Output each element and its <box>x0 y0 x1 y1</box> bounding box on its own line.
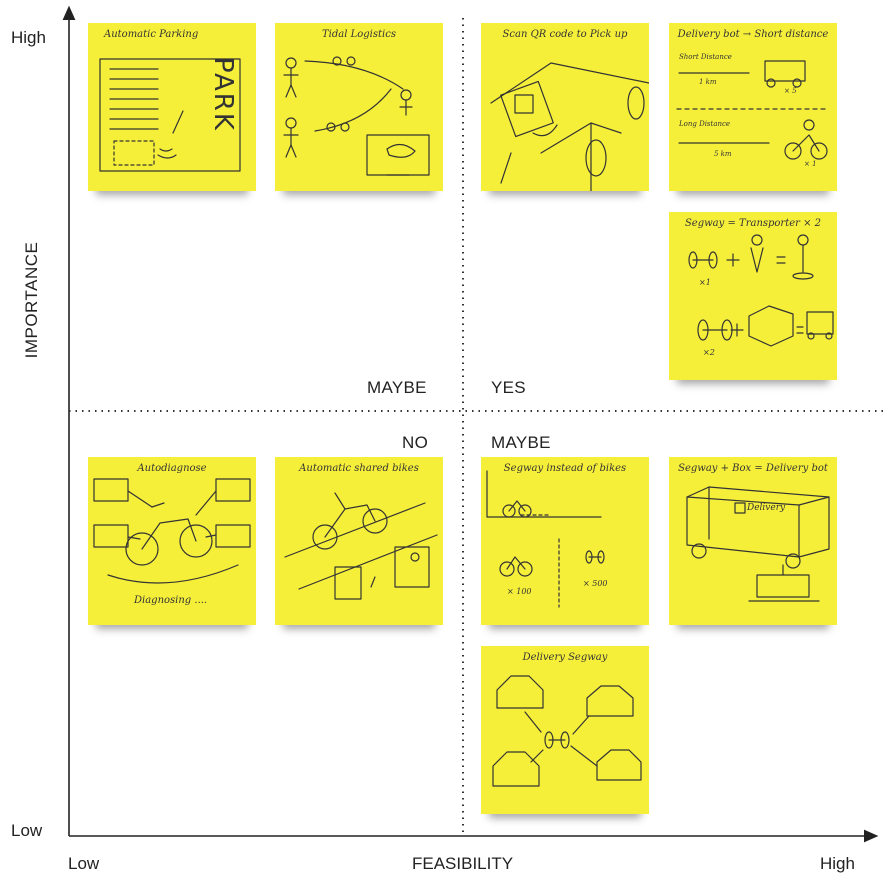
segway-instead-sketch <box>486 470 605 608</box>
note-segway-instead: Segway instead of bikes × 100 × 500 <box>481 457 649 625</box>
note-title: Delivery bot → Short distance <box>677 29 829 40</box>
note-title: Autodiagnose <box>137 463 207 474</box>
delivery-bot-sketch <box>676 60 830 160</box>
autodiagnose-sketch <box>93 478 251 584</box>
bike-multiplier: × 100 <box>507 587 532 596</box>
quadrant-label-bottom-left: NO <box>402 433 429 452</box>
long-distance-value: 5 km <box>714 150 732 158</box>
y-axis-low-label: Low <box>11 821 43 840</box>
diagnosing-caption: Diagnosing .... <box>134 595 208 606</box>
quadrant-label-top-left: MAYBE <box>367 378 427 397</box>
tidal-logistics-sketch <box>283 56 430 176</box>
y-axis-title: IMPORTANCE <box>22 241 41 359</box>
segway-multiplier: × 500 <box>583 579 608 588</box>
note-title: Delivery Segway <box>522 652 608 663</box>
note-title: Automatic shared bikes <box>299 463 419 474</box>
short-distance-value: 1 km <box>699 78 717 86</box>
shared-bikes-sketch <box>284 492 438 600</box>
quadrant-label-bottom-right: MAYBE <box>491 433 551 452</box>
x-axis-high-label: High <box>820 854 855 873</box>
short-distance-multiplier: × 5 <box>784 87 797 95</box>
note-segway-box: Segway + Box = Delivery bot Delivery <box>669 457 837 625</box>
parking-sketch <box>99 58 241 172</box>
note-tidal-logistics: Tidal Logistics <box>275 23 443 191</box>
note-automatic-shared-bikes: Automatic shared bikes <box>275 457 443 625</box>
delivery-segway-sketch <box>492 675 642 787</box>
transporter-mult-2: ×2 <box>703 348 715 357</box>
transporter-mult-1: ×1 <box>699 278 711 287</box>
quadrant-label-top-right: YES <box>491 378 526 397</box>
long-distance-label: Long Distance <box>679 120 731 128</box>
note-title: Segway = Transporter × 2 <box>684 218 822 229</box>
long-distance-multiplier: × 1 <box>804 160 817 168</box>
note-scan-qr: Scan QR code to Pick up <box>481 23 649 191</box>
x-axis-low-label: Low <box>68 854 100 873</box>
note-autodiagnose: Autodiagnose Diagnosing .... <box>88 457 256 625</box>
note-title: Automatic Parking <box>104 29 199 40</box>
note-title: Segway + Box = Delivery bot <box>678 463 828 474</box>
note-delivery-bot: Delivery bot → Short distance Short Dist… <box>669 23 837 191</box>
scan-qr-sketch <box>490 62 649 191</box>
box-label: Delivery <box>747 503 786 513</box>
x-axis-title: FEASIBILITY <box>412 854 514 873</box>
note-automatic-parking: Automatic Parking PARK <box>88 23 256 191</box>
note-segway-transporter: Segway = Transporter × 2 ×1 ×2 <box>669 212 837 380</box>
y-axis-high-label: High <box>11 28 46 47</box>
segway-transporter-sketch <box>688 234 834 347</box>
short-distance-label: Short Distance <box>679 53 732 61</box>
park-sign-text: PARK <box>208 57 238 132</box>
note-title: Scan QR code to Pick up <box>502 29 628 40</box>
note-delivery-segway: Delivery Segway <box>481 646 649 814</box>
note-title: Segway instead of bikes <box>503 463 627 474</box>
note-title: Tidal Logistics <box>322 29 396 40</box>
segway-box-sketch <box>686 486 830 602</box>
